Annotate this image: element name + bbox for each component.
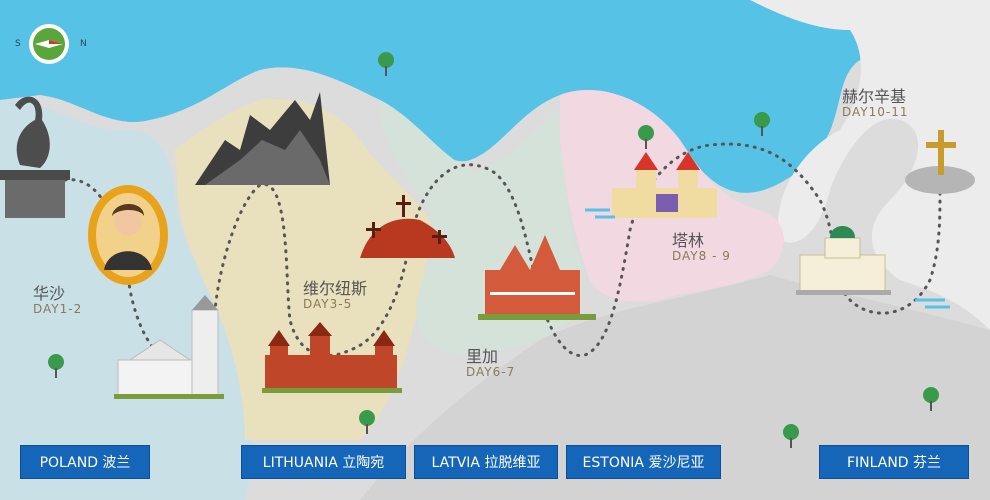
route-line xyxy=(63,142,942,367)
helsinki-cathedral-icon xyxy=(796,226,891,295)
country-button-finland[interactable]: FINLAND 芬兰 xyxy=(819,445,969,479)
rock-cross-icon xyxy=(905,130,975,194)
country-button-estonia[interactable]: ESTONIA 爱沙尼亚 xyxy=(566,445,721,479)
tallinn-old-town-icon xyxy=(612,152,717,218)
tree-icon xyxy=(638,125,654,149)
tree-icon xyxy=(48,354,64,378)
baltic-sea xyxy=(0,0,990,193)
three-crosses-hill-icon xyxy=(360,195,455,258)
city-vilnius: 维尔纽斯 DAY3-5 xyxy=(303,280,367,311)
country-button-lithuania[interactable]: LITHUANIA 立陶宛 xyxy=(241,445,406,479)
finland-region xyxy=(750,0,990,330)
city-helsinki: 赫尔辛基 DAY10-11 xyxy=(842,88,909,119)
compass-north-label: N xyxy=(80,39,87,49)
city-days: DAY8 - 9 xyxy=(672,248,731,263)
tree-icon xyxy=(783,424,799,448)
compass-south-label: S xyxy=(15,39,21,49)
country-button-poland[interactable]: POLAND 波兰 xyxy=(20,445,150,479)
tree-icon xyxy=(359,410,375,434)
tree-icon xyxy=(378,52,394,76)
tree-icon xyxy=(754,112,770,136)
warsaw-palace-icon xyxy=(114,295,224,399)
mermaid-statue-icon xyxy=(0,96,70,218)
compass-icon xyxy=(29,24,69,64)
city-name: 塔林 xyxy=(672,231,705,250)
city-name: 赫尔辛基 xyxy=(842,87,907,106)
city-warsaw: 华沙 DAY1-2 xyxy=(33,285,82,316)
city-name: 维尔纽斯 xyxy=(303,279,368,298)
city-riga: 里加 DAY6-7 xyxy=(466,348,515,379)
monument-sculpture-icon xyxy=(195,92,330,185)
city-name: 里加 xyxy=(466,347,499,366)
city-tallinn: 塔林 DAY8 - 9 xyxy=(672,232,731,263)
tree-icon xyxy=(923,387,939,411)
city-days: DAY3-5 xyxy=(303,296,353,311)
city-name: 华沙 xyxy=(33,284,66,303)
house-of-blackheads-icon xyxy=(478,235,596,320)
russia-region xyxy=(360,275,990,500)
city-days: DAY1-2 xyxy=(33,301,83,316)
wave-icon xyxy=(585,208,950,309)
country-button-latvia[interactable]: LATVIA 拉脱维亚 xyxy=(414,445,558,479)
city-days: DAY10-11 xyxy=(842,104,909,119)
trakai-castle-icon xyxy=(262,322,402,393)
chopin-portrait-icon xyxy=(88,185,168,285)
city-days: DAY6-7 xyxy=(466,364,516,379)
